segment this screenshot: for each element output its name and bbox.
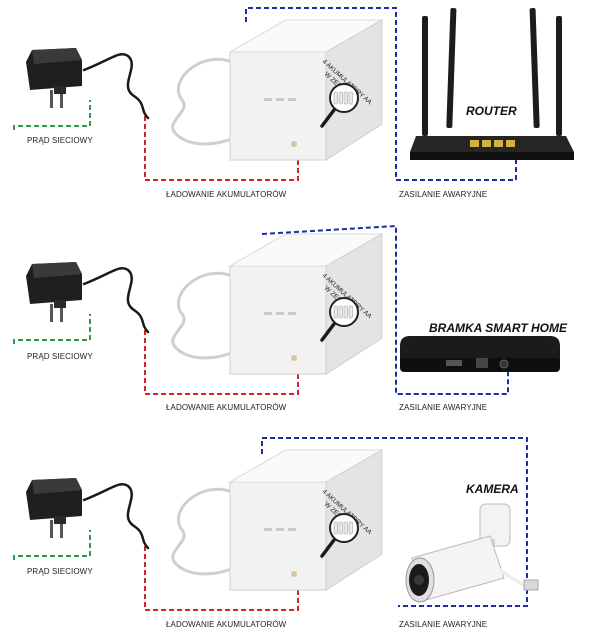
charging-line bbox=[144, 116, 299, 181]
charging-label: ŁADOWANIE AKUMULATORÓW bbox=[166, 403, 287, 412]
mains-power-line bbox=[13, 314, 91, 344]
camera-icon bbox=[405, 503, 539, 603]
mains-power-line bbox=[13, 530, 91, 560]
charging-line bbox=[144, 330, 299, 395]
usb-cable bbox=[171, 57, 235, 146]
charging-label: ŁADOWANIE AKUMULATORÓW bbox=[166, 620, 287, 629]
backup-label: ZASILANIE AWARYJNE bbox=[399, 620, 488, 629]
dc-cable bbox=[82, 483, 150, 550]
dc-cable bbox=[82, 53, 150, 120]
device-title: ROUTER bbox=[466, 104, 517, 118]
backup-label: ZASILANIE AWARYJNE bbox=[399, 190, 488, 199]
device-title: KAMERA bbox=[466, 482, 519, 496]
diagram-row: 4 AKUMULATORY AAW ZESTAWIE bbox=[13, 437, 539, 611]
power-bank-icon bbox=[228, 449, 384, 591]
dc-cable bbox=[82, 267, 150, 334]
diagram-row: 4 AKUMULATORY AAW ZESTAWIE bbox=[13, 224, 560, 395]
backup-power-line bbox=[245, 7, 517, 181]
charging-line bbox=[144, 546, 299, 611]
power-bank-icon bbox=[228, 233, 384, 375]
charging-label: ŁADOWANIE AKUMULATORÓW bbox=[166, 190, 287, 199]
backup-power-line bbox=[261, 437, 528, 607]
mains-power-line bbox=[13, 100, 91, 130]
power-adapter-icon bbox=[26, 48, 82, 108]
backup-label: ZASILANIE AWARYJNE bbox=[399, 403, 488, 412]
mains-label: PRĄD SIECIOWY bbox=[27, 136, 93, 145]
power-bank-icon bbox=[228, 19, 384, 161]
backup-power-line bbox=[261, 224, 509, 395]
usb-cable bbox=[171, 487, 235, 576]
power-adapter-icon bbox=[26, 262, 82, 322]
mains-label: PRĄD SIECIOWY bbox=[27, 352, 93, 361]
router-icon bbox=[410, 8, 574, 160]
diagram-row: 4 AKUMULATORY AAW ZESTAWIE bbox=[13, 7, 574, 181]
usb-cable bbox=[171, 271, 235, 360]
mains-label: PRĄD SIECIOWY bbox=[27, 567, 93, 576]
smart-home-gateway-icon bbox=[400, 336, 560, 372]
power-adapter-icon bbox=[26, 478, 82, 538]
device-title: BRAMKA SMART HOME bbox=[429, 321, 567, 335]
